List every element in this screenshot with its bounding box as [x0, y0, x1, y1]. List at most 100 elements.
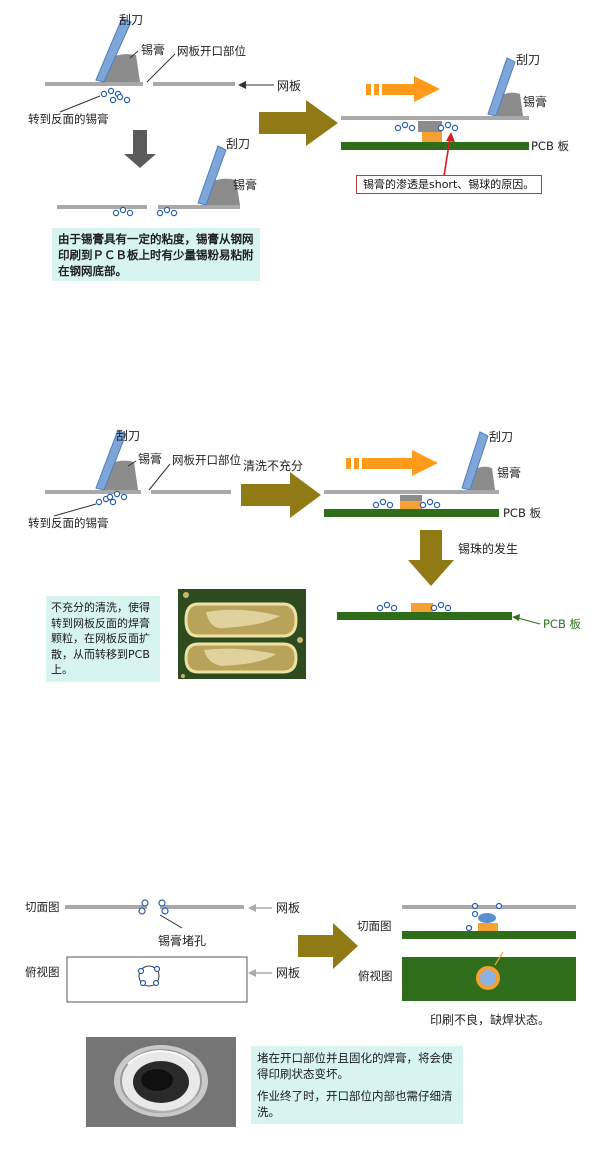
- stencil-plate-3r: [402, 905, 576, 909]
- paste-deposit-2r: [400, 495, 422, 501]
- note-viscosity: 由于锡膏具有一定的粘度，锡膏从钢网印刷到ＰＣＢ板上时有少量锡粉易粘附在钢网底部。: [52, 228, 260, 281]
- pcb-pad-2r: [400, 501, 422, 509]
- label-paste: 锡膏: [141, 42, 165, 57]
- pcb-pad-3r: [478, 923, 498, 931]
- panel3: 切面图 网板 锡膏堵孔 俯视图 网板 切面图 俯视图 印刷不良，缺焊状态。: [25, 899, 576, 1027]
- label-backside-paste-2: 转到反面的锡膏: [28, 516, 109, 530]
- leader-clogged: [159, 914, 183, 929]
- leader-pcb-2b-head: [512, 614, 520, 621]
- stencil-left-plate: [45, 82, 143, 86]
- squeegee-blade-2r: [461, 431, 489, 491]
- leader-paste-2: [127, 460, 137, 467]
- clogged-paste-3r: [478, 913, 496, 923]
- label-pcb-r: PCB 板: [531, 139, 570, 153]
- label-squeegee-2r: 刮刀: [489, 430, 513, 444]
- leader-stencil-3b-head: [248, 969, 256, 977]
- label-pcb-2r: PCB 板: [503, 506, 542, 520]
- red-pointer: [443, 137, 451, 177]
- clog-paste-3r-3: [495, 902, 503, 910]
- pcb-board-r: [341, 142, 529, 150]
- clog-paste-3r-2: [471, 910, 479, 918]
- leader-stencil-3-head: [248, 904, 256, 912]
- label-paste-r: 锡膏: [523, 94, 547, 109]
- label-section-view: 切面图: [25, 900, 60, 914]
- cause-box: 锡膏的渗透是short、锡球的原因。: [356, 175, 542, 194]
- label-squeegee-r: 刮刀: [516, 53, 540, 67]
- panel1: 刮刀 锡膏 网板开口部位 网板 转到反面的锡膏 刮刀 锡膏: [28, 13, 570, 217]
- panel2: 刮刀 锡膏 网板开口部位 转到反面的锡膏 清洗不充分 刮刀 锡膏 PCB 板 锡…: [28, 429, 582, 631]
- label-top-view: 俯视图: [25, 965, 60, 979]
- label-top-view-r: 俯视图: [358, 969, 393, 983]
- label-paste-2r: 锡膏: [497, 465, 521, 480]
- leader-pad-r: [494, 951, 504, 966]
- backside-paste-balls: [100, 87, 131, 104]
- clog-paste-4: [161, 907, 169, 915]
- leader-backside: [59, 95, 101, 113]
- label-backside-paste: 转到反面的锡膏: [28, 112, 109, 126]
- pcb-pad-2b: [411, 603, 433, 612]
- orange-motion-arrow-2: [346, 450, 438, 476]
- note-clogging-p2: 作业终了时，开口部位内部也需仔细清洗。: [257, 1089, 453, 1119]
- stencil-right-plate-b: [158, 205, 240, 209]
- label-section-view-r: 切面图: [357, 919, 392, 933]
- photo-stencil-residue: [178, 589, 306, 679]
- clog-paste-3r-4: [465, 924, 473, 932]
- leader-stencil-opening: [146, 53, 176, 83]
- label-insufficient-cleaning: 清洗不充分: [243, 458, 303, 473]
- top-view-clog-1: [137, 967, 145, 975]
- pcb-board-2r: [324, 509, 499, 517]
- solder-paste-blob-r: [497, 92, 523, 116]
- label-paste-2: 锡膏: [138, 451, 162, 466]
- pcb-board-2b: [337, 612, 512, 620]
- squeegee-blade-b: [197, 145, 227, 206]
- right-arrow-olive: [259, 100, 338, 146]
- stencil-right-plate: [153, 82, 235, 86]
- label-stencil-3: 网板: [276, 901, 300, 915]
- label-squeegee: 刮刀: [119, 13, 143, 27]
- stencil-left-plate-3: [65, 905, 147, 909]
- squeegee-blade-r: [487, 57, 516, 117]
- label-squeegee-b: 刮刀: [226, 137, 250, 151]
- label-result: 印刷不良，缺焊状态。: [430, 1012, 550, 1027]
- note-clogging: 堵在开口部位并且固化的焊膏，将会使得印刷状态变坏。 作业终了时，开口部位内部也需…: [251, 1046, 463, 1124]
- label-stencil-3b: 网板: [276, 966, 300, 980]
- right-arrow-olive-2: [241, 472, 321, 518]
- label-paste-b: 锡膏: [233, 177, 257, 192]
- label-squeegee-2: 刮刀: [116, 429, 140, 443]
- label-solder-ball: 锡珠的发生: [458, 541, 518, 556]
- down-arrow: [124, 130, 156, 168]
- photo-clogged-aperture: [86, 1037, 236, 1127]
- stencil-left-plate-b: [57, 205, 147, 209]
- clog-paste-3r-1: [471, 902, 479, 910]
- solder-paste-blob-b: [206, 178, 240, 205]
- label-stencil-opening-2: 网板开口部位: [172, 453, 241, 467]
- leader-backside-2: [53, 503, 97, 517]
- pcb-board-3r: [402, 931, 576, 939]
- paste-deposit-r: [418, 121, 442, 132]
- squeegee-blade: [95, 17, 132, 83]
- note-insufficient-cleaning: 不充分的清洗，使得转到网板反面的焊膏颗粒，在网板反面扩散，从而转移到PCB上。: [46, 596, 160, 682]
- leader-paste: [129, 50, 139, 59]
- stencil-left-plate-2: [45, 490, 141, 494]
- down-arrow-olive: [408, 530, 454, 586]
- stencil-plate-2r: [324, 490, 499, 494]
- leader-stencil-opening-2: [148, 463, 171, 491]
- right-arrow-olive-3: [298, 923, 358, 969]
- pcb-pad-r: [422, 132, 442, 142]
- red-pointer-head: [446, 132, 455, 142]
- label-pcb-2b: PCB 板: [543, 617, 582, 631]
- orange-motion-arrow: [366, 76, 440, 102]
- top-view-clog-4: [152, 979, 160, 987]
- clog-paste-1: [141, 899, 149, 907]
- label-clogged: 锡膏堵孔: [158, 933, 206, 948]
- clog-paste-2: [138, 907, 146, 915]
- stencil-right-plate-2: [151, 490, 231, 494]
- note-clogging-p1: 堵在开口部位并且固化的焊膏，将会使得印刷状态变坏。: [257, 1051, 453, 1081]
- squeegee-blade-2: [95, 429, 127, 491]
- top-view-paste-r: [480, 970, 496, 986]
- top-view-clog-3: [139, 979, 147, 987]
- stencil-plate-r: [341, 116, 529, 120]
- label-stencil: 网板: [277, 79, 301, 93]
- top-view-clog-2: [153, 965, 161, 973]
